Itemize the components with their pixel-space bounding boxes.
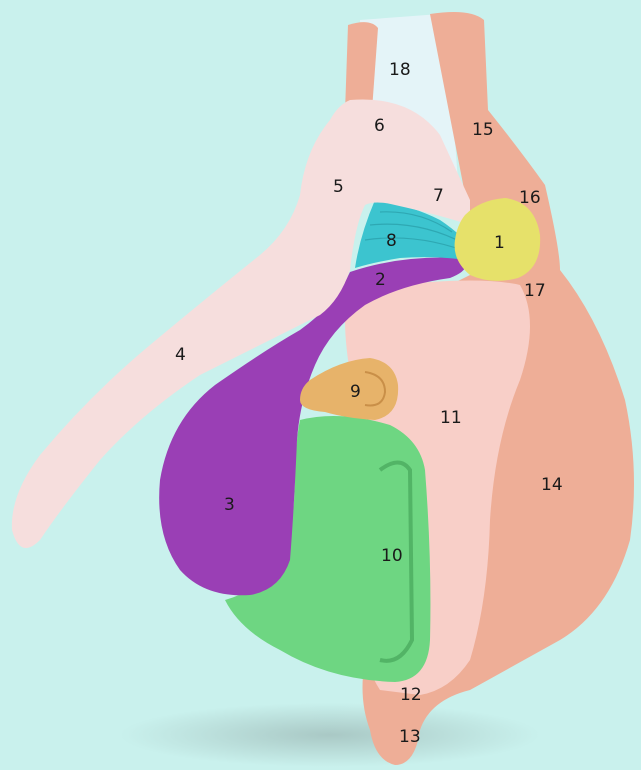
label-16: 16	[519, 190, 541, 207]
label-1: 1	[494, 235, 505, 252]
label-14: 14	[541, 477, 563, 494]
label-18: 18	[389, 62, 411, 79]
label-2: 2	[375, 272, 386, 289]
label-7: 7	[433, 188, 444, 205]
label-5: 5	[333, 179, 344, 196]
label-6: 6	[374, 118, 385, 135]
label-10: 10	[381, 548, 403, 565]
label-15: 15	[472, 122, 494, 139]
label-13: 13	[399, 729, 421, 746]
label-9: 9	[350, 384, 361, 401]
label-8: 8	[386, 233, 397, 250]
label-17: 17	[524, 283, 546, 300]
label-4: 4	[175, 347, 186, 364]
label-12: 12	[400, 687, 422, 704]
label-11: 11	[440, 410, 462, 427]
floor-shadow	[120, 703, 540, 767]
label-3: 3	[224, 497, 235, 514]
